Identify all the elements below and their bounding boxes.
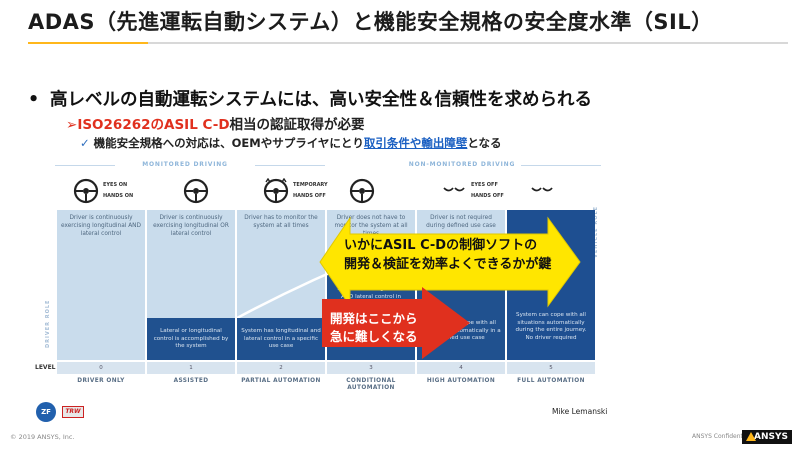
yellow-callout-text: いかにASIL C-Dの制御ソフトの開発＆検証を効率よくできるかが鍵 <box>344 238 552 272</box>
level-number: 1 <box>147 362 235 374</box>
vehicle-role-text: System can cope with all situations auto… <box>515 312 587 341</box>
trade-barrier-link[interactable]: 取引条件や輸出障壁 <box>363 136 468 150</box>
closed-eyes-icon <box>531 187 553 192</box>
steering-wheel-icon <box>183 178 209 204</box>
title-divider <box>28 42 788 44</box>
sub-bullet-2-end: となる <box>467 136 502 150</box>
main-bullet-text: 高レベルの自動運転システムには、高い安全性＆信頼性を求められる <box>50 90 592 110</box>
steering-wheel-hands-icon <box>263 178 289 204</box>
sub-bullet-1-rest: 相当の認証取得が必要 <box>229 117 365 133</box>
level-number: 3 <box>327 362 415 374</box>
non-monitored-driving-header: NON-MONITORED DRIVING <box>408 161 516 168</box>
driver-role-text: Driver is continuously exercising longit… <box>61 215 141 237</box>
driver-role-label: DRIVER ROLE <box>45 299 51 348</box>
slide-title: ADAS（先進運転自動システム）と機能安全規格の安全度水準（SIL） <box>28 10 713 34</box>
vehicle-role-text: System has longitudinal and lateral cont… <box>241 328 321 349</box>
driver-role-text: Driver is not required during defined us… <box>426 215 496 229</box>
level-2-column: Driver has to monitor the system at all … <box>237 210 325 360</box>
sub-bullet-1: ➢ISO26262のASIL C-D相当の認証取得が必要 <box>66 113 365 133</box>
red-callout-text: 開発はここから急に難しくなる <box>330 311 418 344</box>
copyright: © 2019 ANSYS, Inc. <box>10 433 75 441</box>
header-line <box>55 165 115 166</box>
main-bullet: •高レベルの自動運転システムには、高い安全性＆信頼性を求められる <box>28 90 592 110</box>
automation-label: FULL AUTOMATION <box>517 378 585 384</box>
automation-label: PARTIAL AUTOMATION <box>241 378 321 384</box>
automation-label: DRIVER ONLY <box>77 378 125 384</box>
header-line <box>521 165 601 166</box>
zf-logo: ZF <box>36 402 56 422</box>
red-arrow <box>322 287 470 359</box>
arrow-bullet-icon: ➢ <box>66 117 78 133</box>
steering-wheel-icon <box>349 178 375 204</box>
icon-cell-5 <box>521 174 607 210</box>
driver-role-text: Driver has to monitor the system at all … <box>244 215 318 229</box>
vehicle-role-block: System has longitudinal and lateral cont… <box>237 318 325 360</box>
level-0-column: Driver is continuously exercising longit… <box>57 210 145 360</box>
vehicle-role-text: Lateral or longitudinal control is accom… <box>153 328 229 349</box>
automation-label: ASSISTED <box>173 378 209 384</box>
check-icon: ✓ <box>80 136 90 150</box>
sub-bullet-2: ✓機能安全規格への対応は、OEMやサプライヤにとり取引条件や輸出障壁となる <box>80 135 502 151</box>
icon-cell-3 <box>341 174 427 210</box>
icon-cell-1 <box>175 174 261 210</box>
header-line <box>255 165 325 166</box>
confidential-label: ANSYS Confidential <box>692 433 750 440</box>
sub-bullet-2-text: 機能安全規格への対応は、OEMやサプライヤにとり <box>93 136 364 150</box>
vehicle-role-block: Lateral or longitudinal control is accom… <box>147 318 235 360</box>
image-credit: Mike Lemanski <box>552 407 608 416</box>
level-number: 2 <box>237 362 325 374</box>
level-number: 0 <box>57 362 145 374</box>
monitored-driving-header: MONITORED DRIVING <box>142 161 228 168</box>
yellow-double-arrow <box>319 216 581 308</box>
level-label: LEVEL <box>35 364 56 371</box>
automation-label: HIGH AUTOMATION <box>426 378 496 384</box>
closed-eyes-icon <box>443 187 465 192</box>
level-1-column: Driver is continuously exercising longit… <box>147 210 235 360</box>
steering-wheel-icon <box>73 178 99 204</box>
iso-highlight: ISO26262のASIL C-D <box>77 117 230 133</box>
driver-role-text: Driver is continuously exercising longit… <box>153 215 229 237</box>
automation-label: CONDITIONAL AUTOMATION <box>346 378 396 391</box>
trw-logo: TRW <box>62 406 84 418</box>
ansys-logo: ANSYS <box>742 430 792 444</box>
level-number: 4 <box>417 362 505 374</box>
level-number: 5 <box>507 362 595 374</box>
